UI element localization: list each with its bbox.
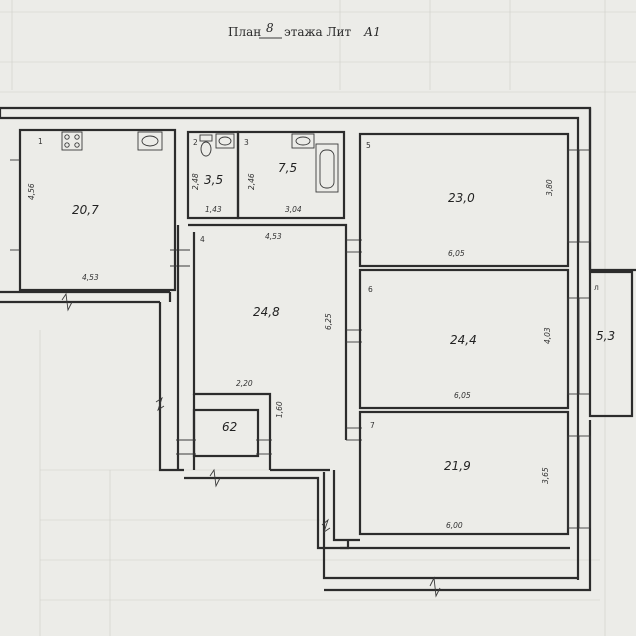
room-2-number: 2 [193, 138, 198, 147]
room-7-dim-height: 3,65 [541, 467, 550, 484]
kitchen-sink-icon [137, 131, 163, 151]
room-3-area: 7,5 [278, 161, 297, 175]
room-2: 2 3,5 2,48 1,43 [186, 130, 240, 220]
room-5-dim-width: 6,05 [448, 249, 465, 258]
room-4-area: 24,8 [253, 305, 280, 319]
washbasin-icon [215, 133, 235, 149]
room-7-area: 21,9 [444, 459, 471, 473]
room-2-dim-height: 2,48 [191, 173, 200, 190]
room-1-area: 20,7 [72, 203, 99, 217]
balcony-label: л [594, 283, 599, 292]
room-4-dim-width: 4,53 [265, 232, 282, 241]
room-3-number: 3 [244, 138, 249, 147]
room-1-dim-width: 4,53 [82, 273, 99, 282]
room-5-number: 5 [366, 141, 371, 150]
room-4-number: 4 [200, 235, 205, 244]
room-6-dim-height: 4,03 [543, 327, 552, 344]
balcony-area: 5,3 [596, 329, 615, 343]
bathtub-icon [315, 143, 339, 193]
room-3: 3 7,5 2,46 3,04 [236, 130, 346, 220]
room-balcony: л 5,3 [588, 270, 634, 418]
room-62: 62 [176, 408, 272, 458]
title-floor: 8 [266, 21, 274, 35]
washbasin-icon-2 [291, 133, 315, 149]
room-7: 7 21,9 3,65 6,00 [358, 410, 591, 536]
title-middle: этажа Лит [284, 25, 352, 39]
room-3-dim-width: 3,04 [285, 205, 302, 214]
room-2-area: 3,5 [204, 173, 223, 187]
title-prefix: План [228, 25, 261, 39]
room-1: 1 20,7 4,56 4,53 [10, 128, 190, 292]
room-6-number: 6 [368, 285, 373, 294]
room-4-dim-lower: 2,20 [236, 379, 253, 388]
room-6-dim-width: 6,05 [454, 391, 471, 400]
room-5: 5 23,0 3,80 6,05 [358, 132, 591, 268]
toilet-icon [199, 134, 213, 157]
room-5-dim-height: 3,80 [545, 179, 554, 196]
room-7-dim-width: 6,00 [446, 521, 463, 530]
room-2-dim-width: 1,43 [205, 205, 222, 214]
room-4-dim-side: 1,60 [275, 401, 284, 418]
room-5-area: 23,0 [448, 191, 475, 205]
room-6: 6 24,4 4,03 6,05 [358, 268, 591, 410]
room-4-dim-height: 6,25 [324, 313, 333, 330]
room-3-dim-height: 2,46 [247, 173, 256, 190]
room-6-area: 24,4 [450, 333, 477, 347]
plan-title: План 8 этажа Лит А1 [228, 21, 381, 39]
corridor-walls [61, 292, 570, 598]
stove-icon [61, 131, 83, 151]
room-1-dim-height: 4,56 [27, 183, 36, 200]
room-4: 4 24,8 4,53 6,25 2,20 1,60 [176, 223, 362, 470]
title-lit: А1 [363, 25, 381, 39]
room-1-number: 1 [38, 137, 43, 146]
room-7-number: 7 [370, 421, 375, 430]
room-62-number: 62 [222, 420, 237, 434]
